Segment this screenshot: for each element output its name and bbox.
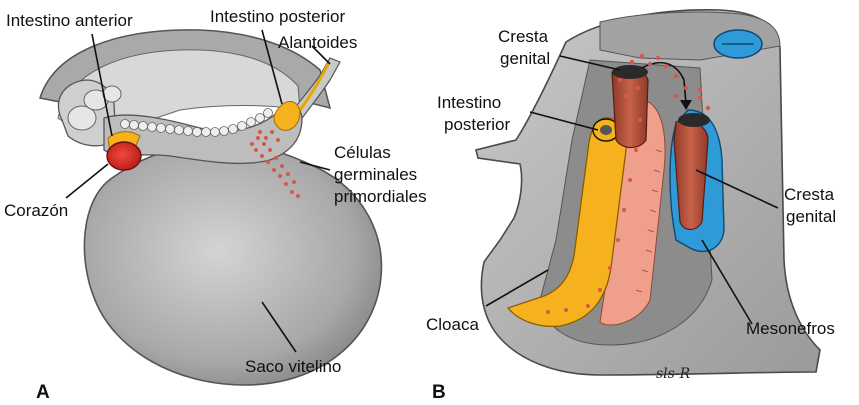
genital-ridge-top	[612, 69, 648, 148]
hindgut-b-lumen	[600, 125, 612, 135]
label-germ-cells-line3: primordiales	[334, 187, 427, 206]
label-genital-ridge-right-line2: genital	[786, 207, 836, 226]
label-germ-cells-line2: germinales	[334, 165, 417, 184]
label-genital-ridge-top-line2: genital	[500, 49, 550, 68]
ridge-right-rim	[678, 113, 710, 127]
panel-b-letter: B	[432, 382, 446, 403]
artist-signature: sls-R	[656, 366, 691, 382]
label-genital-ridge-right-line1: Cresta	[784, 185, 835, 204]
label-hindgut-b-line1: Intestino	[437, 93, 501, 112]
heart	[107, 142, 141, 170]
panel-a-illustration	[40, 30, 381, 385]
label-heart: Corazón	[4, 201, 68, 220]
label-foregut: Intestino anterior	[6, 11, 133, 30]
label-cloaca: Cloaca	[426, 315, 479, 334]
label-genital-ridge-top-line1: Cresta	[498, 27, 549, 46]
label-hindgut-b-line2: posterior	[444, 115, 510, 134]
label-mesonephros: Mesonefros	[746, 319, 835, 338]
label-hindgut-a: Intestino posterior	[210, 7, 345, 26]
label-allantois: Alantoides	[278, 33, 357, 52]
label-germ-cells-line1: Células	[334, 143, 391, 162]
genital-ridge-right	[674, 121, 708, 230]
panel-a-letter: A	[36, 382, 50, 403]
label-yolk-sac: Saco vitelino	[245, 357, 341, 376]
